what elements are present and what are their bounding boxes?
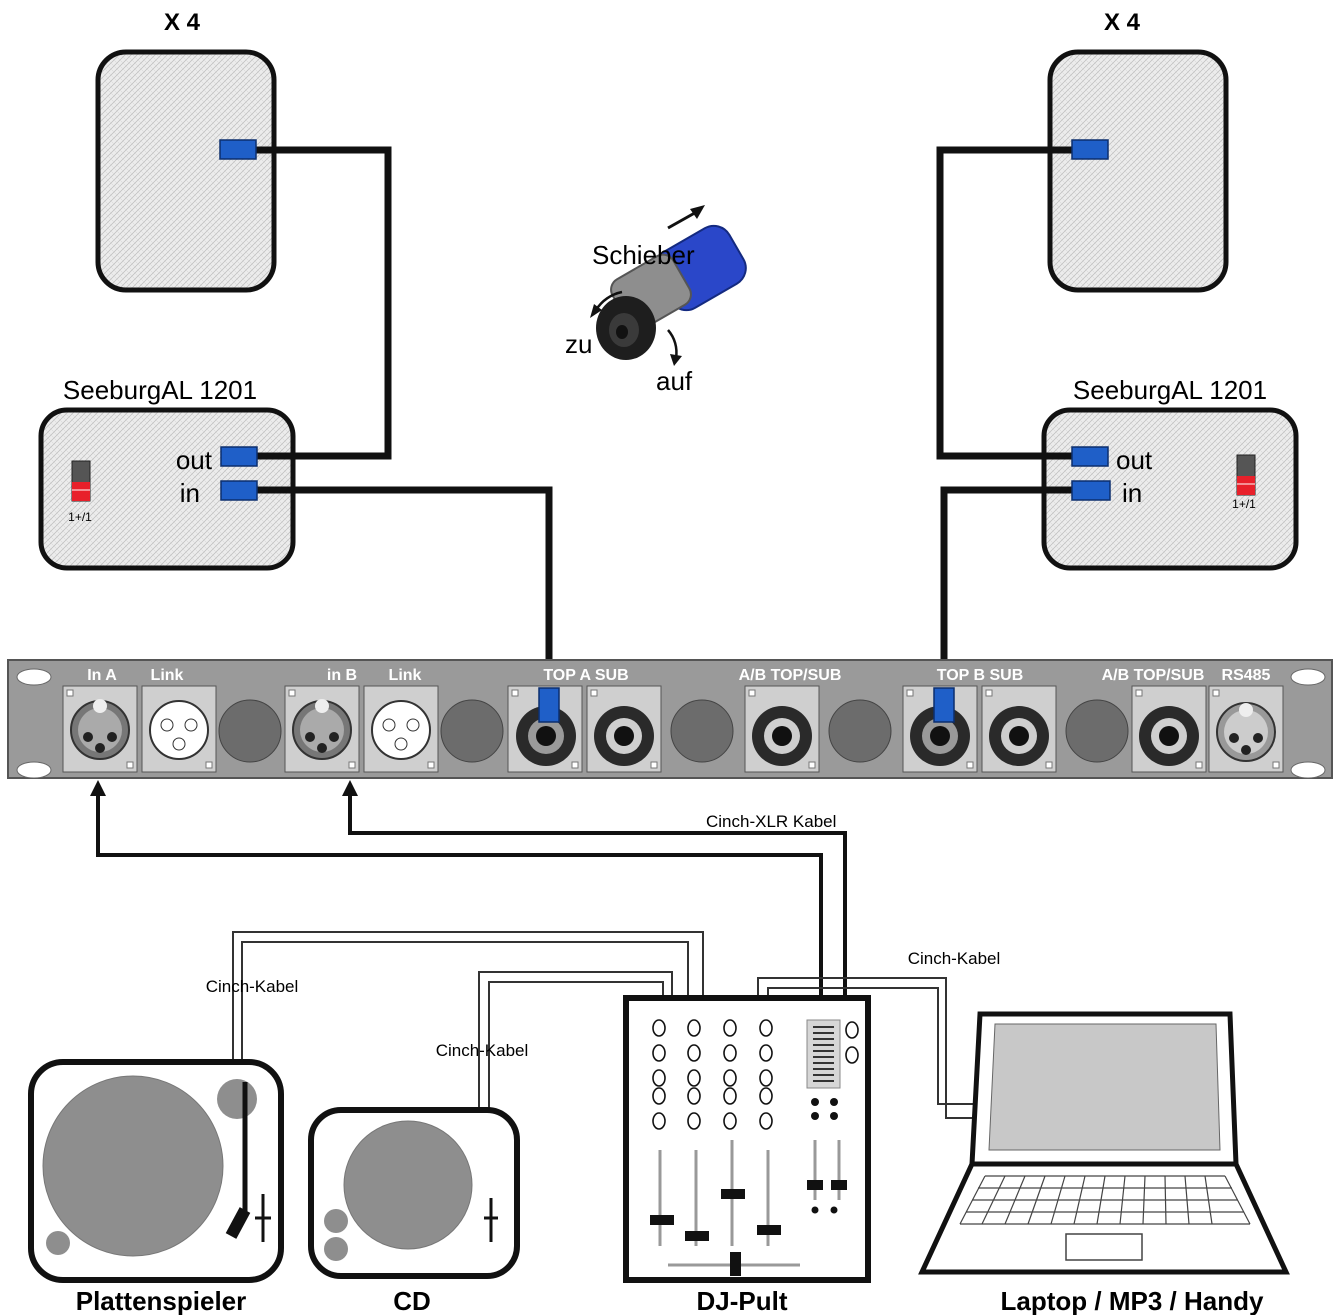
amp-right-model: SeeburgAL 1201 bbox=[1073, 375, 1267, 405]
xlr-link-b[interactable] bbox=[363, 685, 439, 773]
blue-connectors bbox=[219, 139, 1111, 501]
arrow-in-a bbox=[90, 780, 106, 796]
rack-label-rs485: RS485 bbox=[1222, 667, 1271, 684]
rack-label-ab-1: A/B TOP/SUB bbox=[739, 667, 842, 684]
blank-plate-4 bbox=[828, 699, 892, 763]
cd-label: CD bbox=[393, 1286, 431, 1315]
rack-label-top-a: TOP A SUB bbox=[543, 667, 628, 684]
slider-label: Schieber bbox=[592, 240, 695, 270]
amp-right-in-label: in bbox=[1122, 478, 1142, 508]
close-label: zu bbox=[565, 329, 592, 359]
open-label: auf bbox=[656, 366, 693, 396]
turntable bbox=[28, 1059, 284, 1283]
xlr-link-a[interactable] bbox=[141, 685, 217, 773]
blank-plate-2 bbox=[440, 699, 504, 763]
amp-left-in-label: in bbox=[180, 478, 200, 508]
amp-left-model: SeeburgAL 1201 bbox=[63, 375, 257, 405]
laptop bbox=[918, 1011, 1290, 1275]
speakon-ab-top-sub-1[interactable] bbox=[744, 685, 820, 773]
turntable-label: Plattenspieler bbox=[76, 1286, 247, 1315]
speakon-sub-a[interactable] bbox=[586, 685, 662, 773]
xlr-input-a[interactable] bbox=[62, 685, 138, 773]
xlr-rs485[interactable] bbox=[1208, 685, 1284, 773]
speaker-count-left: X 4 bbox=[164, 9, 201, 36]
amp-left-switch bbox=[71, 460, 91, 502]
blank-plate-3 bbox=[670, 699, 734, 763]
amp-right-out-label: out bbox=[1116, 445, 1153, 475]
amp-left-out-label: out bbox=[176, 445, 213, 475]
mixer-label: DJ-Pult bbox=[697, 1286, 788, 1315]
speaker-count-right: X 4 bbox=[1104, 9, 1141, 36]
speakon-sub-b[interactable] bbox=[981, 685, 1057, 773]
cd-player bbox=[308, 1107, 520, 1279]
amp-left-switch-label: 1+/1 bbox=[68, 510, 92, 524]
cinch-xlr-label: Cinch-XLR Kabel bbox=[706, 812, 836, 831]
cinch-label-laptop: Cinch-Kabel bbox=[908, 949, 1001, 968]
rack-label-ab-2: A/B TOP/SUB bbox=[1102, 667, 1205, 684]
rack-label-link-a: Link bbox=[151, 667, 184, 684]
dj-mixer bbox=[623, 995, 871, 1283]
cinch-cables bbox=[232, 931, 978, 1119]
rack-label-in-b: in B bbox=[327, 667, 357, 684]
plug-top-a bbox=[538, 687, 560, 723]
speaker-cables bbox=[256, 146, 1074, 690]
xlr-input-b[interactable] bbox=[284, 685, 360, 773]
amp-right-switch-label: 1+/1 bbox=[1232, 497, 1256, 511]
rack-label-in-a: In A bbox=[87, 667, 117, 684]
speakon-connector-photo bbox=[590, 205, 747, 366]
rack-label-link-b: Link bbox=[389, 667, 422, 684]
amp-right-switch bbox=[1236, 454, 1256, 496]
cinch-label-turntable: Cinch-Kabel bbox=[206, 977, 299, 996]
speaker-box-right bbox=[1047, 49, 1229, 293]
blank-plate-5 bbox=[1065, 699, 1129, 763]
speakon-top-a[interactable] bbox=[507, 685, 583, 773]
speakon-ab-top-sub-2[interactable] bbox=[1131, 685, 1207, 773]
arrow-in-b bbox=[342, 780, 358, 796]
blank-plate-1 bbox=[218, 699, 282, 763]
laptop-label: Laptop / MP3 / Handy bbox=[1001, 1286, 1264, 1315]
plug-top-b bbox=[933, 687, 955, 723]
cinch-label-cd: Cinch-Kabel bbox=[436, 1041, 529, 1060]
rack-label-top-b: TOP B SUB bbox=[937, 667, 1024, 684]
cinch-xlr-cables bbox=[96, 792, 847, 995]
speaker-box-left bbox=[95, 49, 277, 293]
